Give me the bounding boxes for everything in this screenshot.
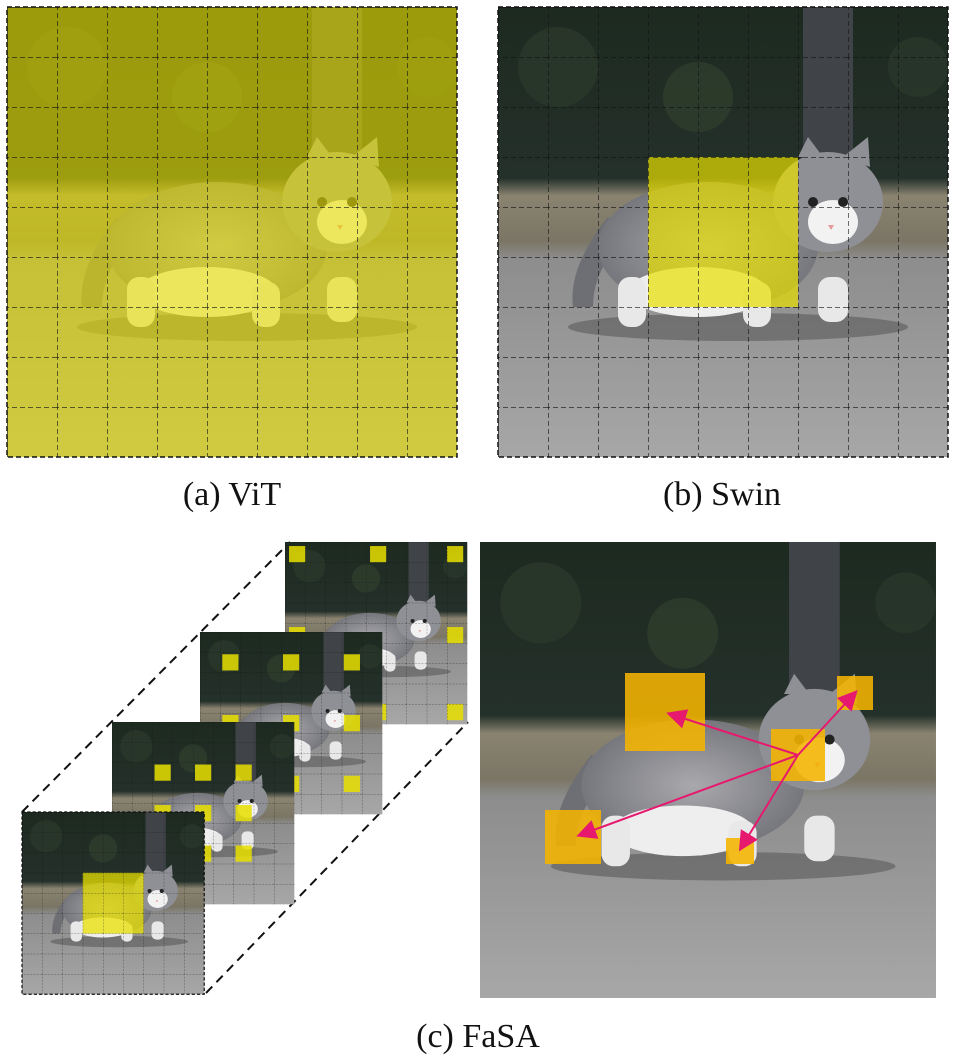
caption-fasa: (c) FaSA [416, 1018, 540, 1055]
fasa-attention-arrows [576, 690, 858, 852]
fasa-main-panel [480, 542, 936, 998]
swin-panel [497, 6, 949, 458]
vit-panel [6, 6, 458, 458]
fasa-layer-1 [21, 811, 205, 995]
fasa-region-tiny [726, 838, 754, 864]
fasa-region-left [545, 810, 601, 864]
stack-edge-top [21, 541, 291, 813]
swin-patch-grid [498, 7, 948, 457]
fasa-region-large [625, 673, 705, 751]
caption-swin: (b) Swin [663, 476, 781, 513]
fasa-layer-stack [21, 541, 469, 995]
caption-vit: (a) ViT [183, 476, 282, 513]
stack-edge-bottom [205, 721, 469, 994]
vit-patch-grid [7, 7, 457, 457]
